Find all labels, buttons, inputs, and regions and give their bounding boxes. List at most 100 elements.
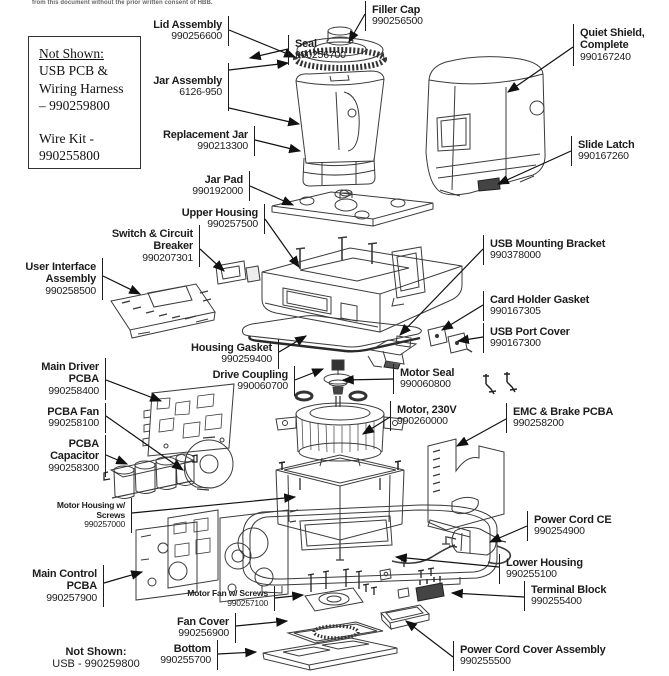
part-name: Upper Housing (181, 207, 258, 219)
part-number: 990254900 (534, 525, 585, 538)
usb-mounting-bracket-drawing (367, 335, 418, 370)
bottom-plate-drawing (262, 637, 398, 671)
not-shown-line: – 990259800 (39, 97, 110, 113)
fan-cover-drawing (286, 621, 384, 644)
label-usb-port-cover: USB Port Cover 990167300 (483, 322, 610, 354)
quiet-shield-drawing (425, 56, 546, 197)
part-number: 990192000 (192, 185, 243, 198)
part-number: 990256600 (171, 30, 222, 43)
upper-housing-drawing (261, 236, 463, 333)
part-name: User Interface Assembly (25, 261, 96, 286)
part-name: Replacement Jar (162, 129, 248, 141)
truncated-copyright-text: from this document without the prior wri… (32, 0, 213, 6)
label-lid-assembly: Lid Assembly 990256600 (130, 15, 230, 47)
part-number: 990256900 (178, 627, 229, 640)
part-number: 990260000 (397, 415, 448, 428)
part-number: 990257900 (46, 591, 97, 604)
part-name: Bottom (173, 643, 211, 655)
not-shown-box-title: Not Shown: (39, 46, 104, 61)
part-number: 990258100 (48, 417, 99, 430)
part-number: 990207301 (142, 251, 193, 264)
part-name: Main Control PCBA (32, 568, 97, 593)
part-name: Filler Cap (372, 4, 421, 16)
part-name: Motor Seal (400, 367, 455, 379)
pcba-fan-drawing (183, 436, 234, 491)
part-number: 990256700 (295, 49, 346, 62)
part-name: Lid Assembly (153, 19, 222, 31)
label-emc-brake-pcba: EMC & Brake PCBA 990258200 (506, 402, 638, 434)
part-number: 990167305 (490, 305, 541, 318)
part-number: 990256500 (372, 15, 423, 28)
label-pcba-fan: PCBA Fan 990258100 (27, 402, 107, 434)
label-filler-cap: Filler Cap 990256500 (365, 0, 442, 32)
note-title: Not Shown: (65, 646, 127, 658)
jar-pad-drawing (271, 189, 434, 227)
not-shown-line: USB PCB & (39, 63, 109, 79)
label-motor-housing-screws: Motor Housing w/ Screws 990257000 (45, 498, 133, 533)
lid-assembly-drawing (293, 26, 387, 71)
part-number: 990255100 (506, 568, 557, 581)
label-terminal-block: Terminal Block 990255400 (524, 580, 636, 612)
part-number: 990257000 (84, 519, 125, 530)
part-number: 990258500 (45, 284, 96, 297)
label-power-cord-ce: Power Cord CE 990254900 (527, 510, 644, 542)
part-number: 990255700 (160, 654, 211, 667)
pcba-capacitor-drawing (103, 453, 198, 499)
terminal-block-drawing (397, 559, 445, 602)
switch-circuit-breaker-drawing (215, 260, 261, 285)
part-name: EMC & Brake PCBA (513, 406, 614, 418)
label-pcba-capacitor: PCBA Capacitor 990258300 (33, 434, 107, 478)
part-number: 990259400 (221, 353, 272, 366)
not-shown-line: Wiring Harness (39, 80, 124, 96)
power-cord-drawing (391, 526, 512, 565)
bottom-not-shown-note: Not Shown: USB - 990259800 (42, 646, 150, 670)
part-name: Motor Housing w/ Screws (56, 500, 125, 520)
part-number: 990258300 (48, 461, 99, 474)
part-name: Drive Coupling (212, 369, 289, 381)
label-jar-pad: Jar Pad 990192000 (171, 170, 251, 202)
label-housing-gasket: Housing Gasket 990259400 (174, 338, 279, 370)
label-main-driver-pcba: Main Driver PCBA 990258400 (23, 357, 107, 401)
label-user-interface-assembly: User Interface Assembly 990258500 (14, 257, 104, 301)
part-name: Seal (295, 38, 317, 50)
part-number: 990255400 (531, 595, 582, 608)
main-driver-pcba-drawing (142, 383, 235, 457)
part-number: 990258400 (48, 384, 99, 397)
label-replacement-jar: Replacement Jar 990213300 (136, 125, 255, 157)
label-switch-circuit-breaker: Switch & Circuit Breaker 990207301 (99, 224, 201, 268)
part-name: Switch & Circuit Breaker (111, 228, 193, 253)
part-name: Housing Gasket (191, 342, 272, 354)
part-number: 990378000 (490, 249, 541, 262)
housing-gasket-drawing (241, 315, 422, 353)
part-number: 990255500 (460, 655, 511, 668)
label-lower-housing: Lower Housing 990255100 (499, 553, 616, 585)
label-upper-housing: Upper Housing 990257500 (164, 203, 266, 235)
label-card-holder-gasket: Card Holder Gasket 990167305 (483, 290, 630, 322)
part-name: Slide Latch (578, 139, 635, 151)
label-power-cord-cover-assembly: Power Cord Cover Assembly 990255500 (453, 640, 655, 672)
user-interface-assembly-drawing (110, 283, 216, 339)
part-number: 990060800 (400, 378, 451, 391)
label-seal: Seal 990256700 (288, 34, 365, 66)
drive-coupling-drawing (294, 359, 368, 402)
part-number: 6126-950 (179, 86, 222, 99)
part-number: 990060700 (237, 380, 288, 393)
not-shown-box: Not Shown: USB PCB & Wiring Harness – 99… (28, 36, 141, 169)
label-fan-cover: Fan Cover 990256900 (157, 612, 237, 644)
part-number: 990257100 (227, 597, 268, 608)
label-drive-coupling: Drive Coupling 990060700 (192, 365, 295, 397)
part-number: 990213300 (197, 140, 248, 153)
part-name: Quiet Shield, Complete (580, 27, 645, 52)
power-cord-cover-drawing (380, 604, 430, 631)
label-motor-seal: Motor Seal 990060800 (393, 363, 480, 395)
part-name: Jar Pad (204, 174, 244, 186)
part-name: Main Driver PCBA (41, 361, 99, 386)
main-control-pcba-drawing (135, 509, 219, 601)
part-number: 990167300 (490, 337, 541, 350)
label-jar-assembly: Jar Assembly 6126-950 (130, 62, 230, 112)
spacer (39, 114, 136, 130)
part-name: PCBA Fan (47, 406, 99, 418)
lower-housing-drawing (242, 504, 507, 594)
part-number: 990257500 (207, 218, 258, 231)
